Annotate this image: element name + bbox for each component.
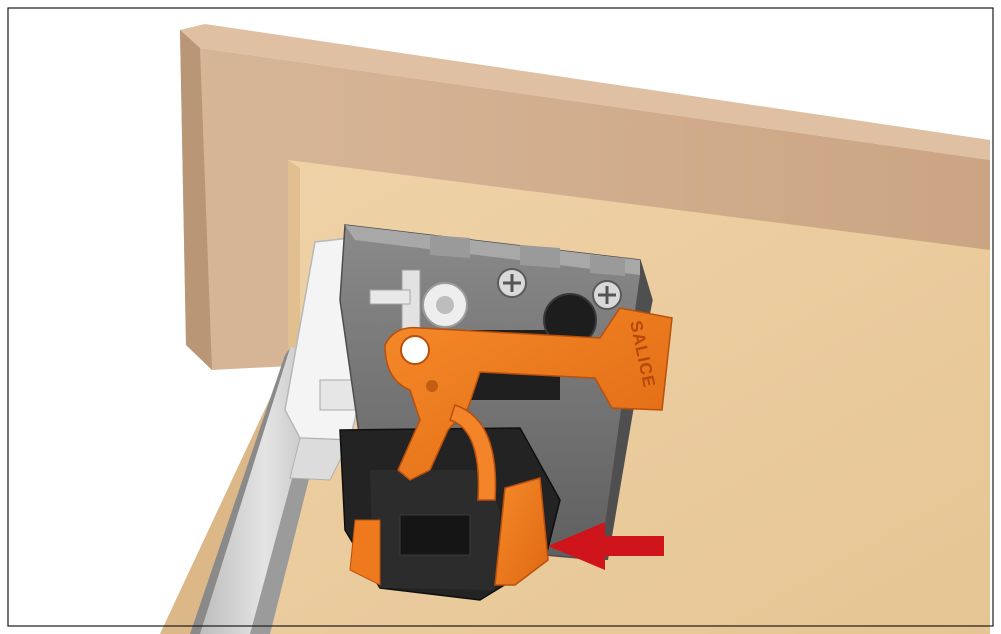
orange-front-bracket [349,477,549,586]
figure-frame [7,7,994,627]
arrow-icon [548,522,664,570]
screw-icon [497,268,527,298]
orange-release-lever: SALICE [384,307,673,501]
screw-icon [592,280,622,310]
gear-mechanism [369,269,468,331]
